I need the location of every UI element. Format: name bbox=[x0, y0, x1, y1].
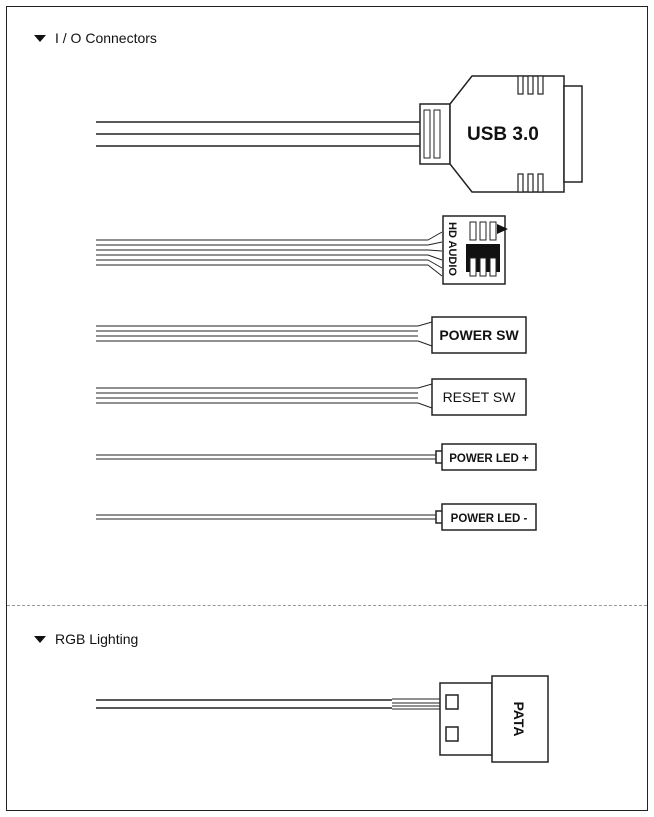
pata-front bbox=[439, 682, 493, 756]
pata-pin-slot bbox=[445, 694, 459, 710]
power-sw-connector: POWER SW bbox=[96, 316, 527, 354]
rgb-section-title: RGB Lighting bbox=[55, 631, 139, 647]
collapse-triangle-icon bbox=[34, 635, 46, 643]
pata-connector: PATA bbox=[96, 675, 549, 763]
reset-sw-connector: RESET SW bbox=[96, 378, 527, 416]
power-led-neg-housing bbox=[441, 503, 537, 531]
hd-audio-connector: HD AUDIO bbox=[96, 215, 508, 285]
pata-label: PATA bbox=[511, 702, 527, 737]
power-sw-label: POWER SW bbox=[439, 327, 519, 343]
usb-body bbox=[449, 75, 565, 193]
usb-label: USB 3.0 bbox=[467, 124, 539, 145]
collapse-triangle-icon bbox=[34, 34, 46, 42]
section-divider bbox=[7, 605, 647, 606]
usb-connector: USB 3.0 bbox=[96, 75, 583, 193]
power-led-neg-connector: POWER LED - bbox=[96, 503, 537, 531]
reset-sw-housing bbox=[431, 378, 527, 416]
power-sw-housing bbox=[431, 316, 527, 354]
diagram-frame bbox=[6, 6, 648, 811]
pin1-arrow-icon bbox=[497, 224, 508, 234]
rgb-section-header[interactable]: RGB Lighting bbox=[34, 631, 138, 647]
usb-strain-relief bbox=[419, 103, 451, 165]
power-led-pos-housing bbox=[441, 443, 537, 471]
reset-sw-label: RESET SW bbox=[443, 389, 517, 405]
power-led-neg-label: POWER LED - bbox=[451, 513, 528, 525]
pata-body bbox=[491, 675, 549, 763]
usb-rear-plate bbox=[563, 85, 583, 183]
hd-audio-label: HD AUDIO bbox=[446, 222, 458, 276]
io-section-header[interactable]: I / O Connectors bbox=[34, 30, 157, 46]
io-section-title: I / O Connectors bbox=[55, 30, 157, 46]
power-led-pos-label: POWER LED + bbox=[449, 453, 529, 465]
pata-pin-slot bbox=[445, 726, 459, 742]
power-led-pos-connector: POWER LED + bbox=[96, 443, 537, 471]
